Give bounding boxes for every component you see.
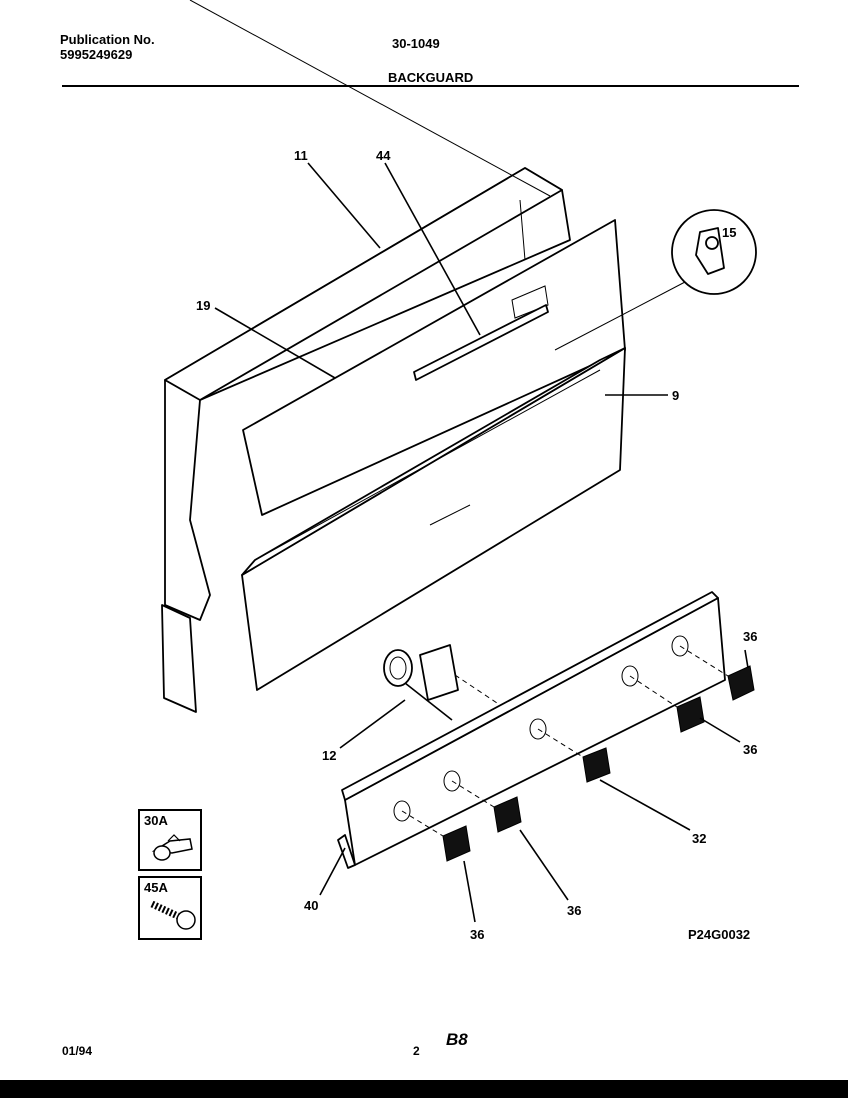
inset-45a: 45A bbox=[138, 876, 202, 940]
scan-edge-bar bbox=[0, 1080, 848, 1098]
inset-30a: 30A bbox=[138, 809, 202, 871]
control-knob-2 bbox=[676, 696, 705, 733]
callout-36-a: 36 bbox=[743, 629, 757, 644]
callout-11: 11 bbox=[294, 148, 308, 163]
wing-nut-icon bbox=[151, 834, 193, 861]
publication-label: Publication No. bbox=[60, 32, 155, 47]
footer-section-code: B8 bbox=[446, 1030, 468, 1049]
inset-45a-label: 45A bbox=[144, 880, 168, 895]
footer-page: 2 bbox=[413, 1044, 420, 1058]
footer-date: 01/94 bbox=[62, 1044, 93, 1058]
callout-15: 15 bbox=[722, 225, 736, 240]
section-title: BACKGUARD bbox=[388, 70, 474, 85]
callout-36-c: 36 bbox=[567, 903, 581, 918]
control-knob-1 bbox=[727, 665, 755, 701]
model-code: 30-1049 bbox=[392, 36, 440, 51]
callout-40: 40 bbox=[304, 898, 318, 913]
backguard-panel bbox=[161, 0, 571, 713]
publication-number: 5995249629 bbox=[60, 47, 133, 62]
infinite-switch-knob bbox=[582, 747, 611, 783]
control-knob-3 bbox=[493, 796, 522, 833]
trim-panel bbox=[241, 347, 626, 691]
inset-30a-label: 30A bbox=[144, 813, 168, 828]
drawing-code: P24G0032 bbox=[688, 927, 750, 942]
control-knob-4 bbox=[442, 825, 471, 862]
callout-9: 9 bbox=[672, 388, 679, 403]
callout-44: 44 bbox=[376, 148, 391, 163]
bracket-detail bbox=[554, 209, 757, 351]
callout-36-b: 36 bbox=[743, 742, 757, 757]
callout-36-d: 36 bbox=[470, 927, 484, 942]
callout-12: 12 bbox=[322, 748, 336, 763]
thermostat bbox=[383, 644, 459, 721]
screw-icon bbox=[150, 900, 196, 930]
header-rule bbox=[62, 85, 799, 87]
control-panel-bracket bbox=[337, 591, 726, 869]
callout-19: 19 bbox=[196, 298, 210, 313]
callout-32: 32 bbox=[692, 831, 706, 846]
